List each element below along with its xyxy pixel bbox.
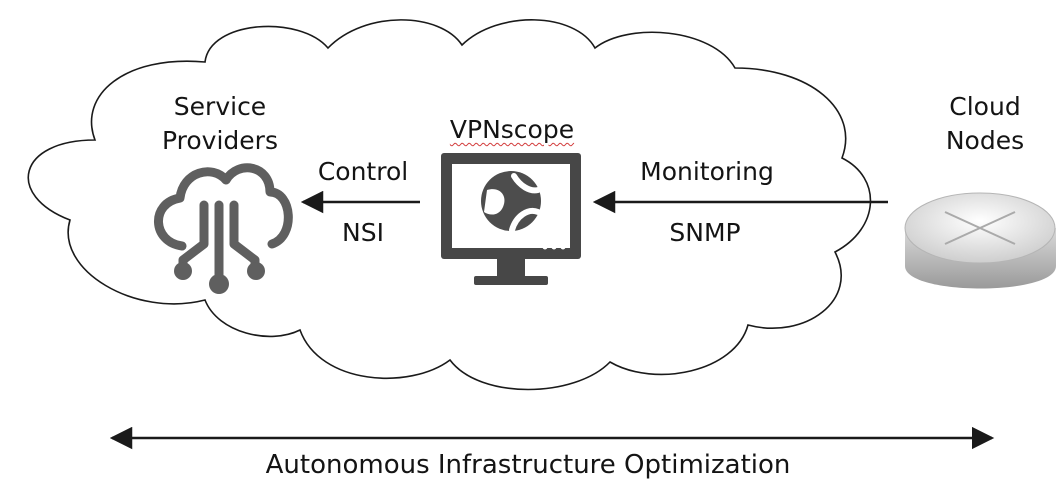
service-providers-label: Service Providers <box>162 92 278 155</box>
monitor-globe-icon <box>441 153 581 285</box>
bottom-caption: Autonomous Infrastructure Optimization <box>265 450 791 480</box>
monitoring-label: Monitoring <box>640 157 774 186</box>
vpnscope-label: VPNscope <box>449 115 575 144</box>
cloud-nodes-label: Cloud Nodes <box>945 92 1025 155</box>
router-icon <box>904 192 1056 289</box>
circuit-nodes <box>174 262 265 294</box>
nsi-label: NSI <box>342 218 384 247</box>
snmp-label: SNMP <box>669 218 741 247</box>
control-label: Control <box>317 157 409 186</box>
